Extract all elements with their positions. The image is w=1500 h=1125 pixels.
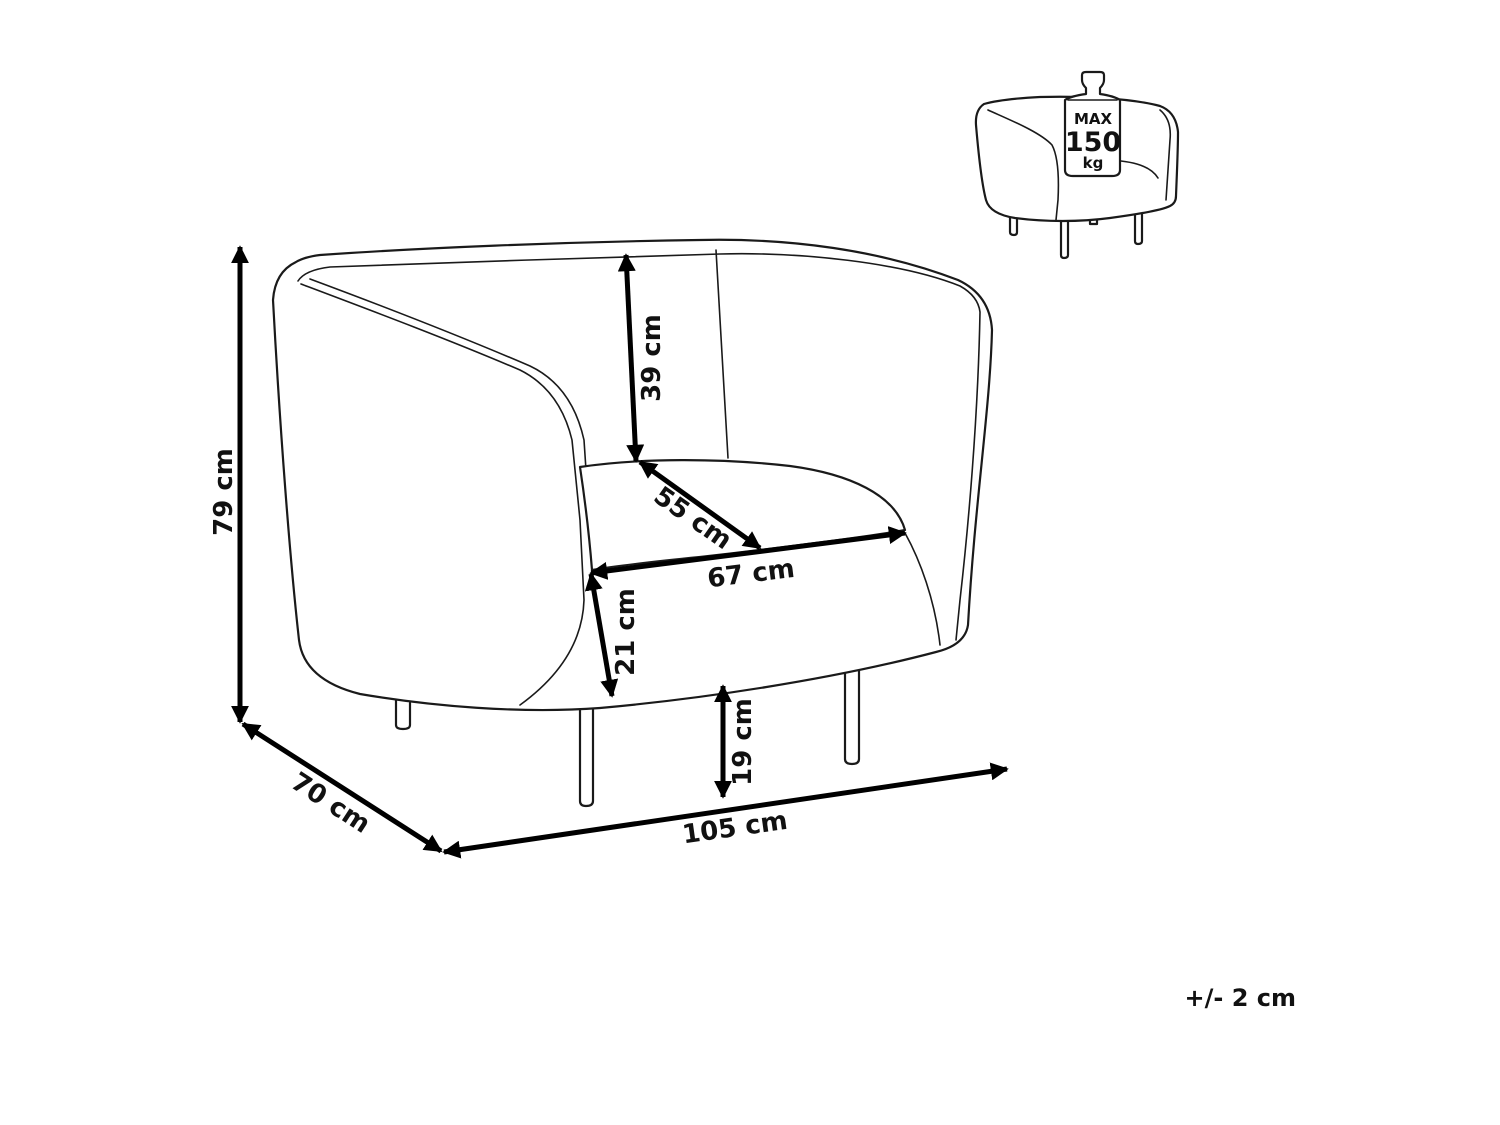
back-seam — [715, 249, 729, 459]
seat-height-arrow — [584, 572, 619, 698]
weight-icon — [1063, 70, 1122, 178]
small-chair-legs — [1008, 204, 1144, 260]
armchair-drawing — [271, 238, 994, 808]
label-seat-height: 21 cm — [611, 588, 641, 676]
tolerance-note: +/- 2 cm — [1185, 984, 1296, 1012]
depth-arrow — [241, 721, 443, 854]
badge-unit: kg — [1083, 154, 1104, 172]
dimension-arrows — [231, 245, 1009, 859]
backrest-arrow — [617, 253, 645, 463]
label-height: 79 cm — [209, 448, 239, 536]
label-leg-height: 19 cm — [728, 698, 758, 786]
width-arrow — [442, 762, 1009, 859]
load-capacity-illustration: MAX 150 kg — [974, 70, 1180, 260]
label-backrest-height: 39 cm — [637, 314, 667, 402]
weight-badge: MAX 150 kg — [1063, 70, 1122, 178]
seat-width-arrow — [589, 526, 907, 580]
backrest-rim — [297, 252, 981, 641]
badge-max: MAX — [1074, 110, 1113, 128]
badge-value: 150 — [1065, 127, 1121, 158]
